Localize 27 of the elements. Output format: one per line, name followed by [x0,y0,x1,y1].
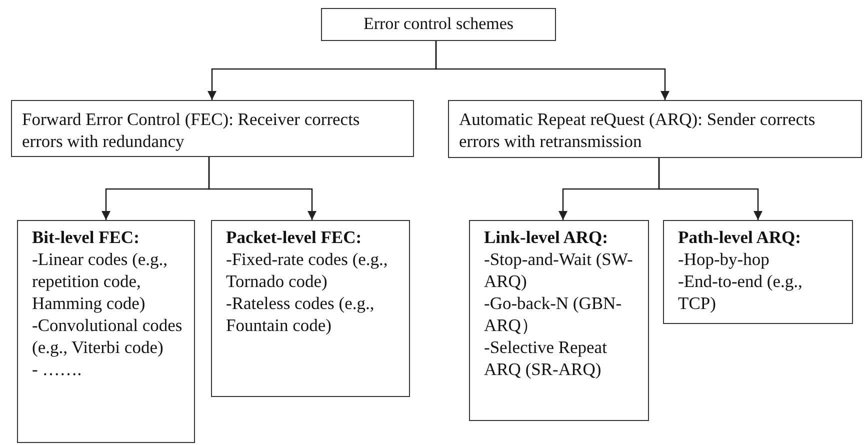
list-item: - ……. [32,358,83,380]
list-item: -Stop-and-Wait (SW-ARQ) [484,248,634,292]
subcategory-box [469,220,649,421]
list-item: -Linear codes (e.g., repetition code, Hamming code) [32,248,169,314]
list-item: -Rateless codes (e.g., Fountain code) [226,292,376,336]
box-heading: Path-level ARQ: [678,226,802,248]
list-item: -Fixed-rate codes (e.g., Tornado code) [226,248,389,292]
connector-arrow [208,157,316,220]
subcategory-box [17,220,195,443]
subcategory-box [663,220,853,324]
box-label: Automatic Repeat reQuest (ARQ): Sender corrects errors with retransmission [459,108,816,152]
list-item: -Selective Repeat ARQ (SR-ARQ) [484,336,608,380]
list-item: -Hop-by-hop [678,248,770,270]
list-item: -Convolutional codes (e.g., Viterbi code) [32,314,184,358]
box-label: Forward Error Control (FEC): Receiver corrects errors with redundancy [22,108,361,152]
box-heading: Bit-level FEC: [32,226,140,248]
box-heading: Link-level ARQ: [484,226,609,248]
list-item: -Go-back-N (GBN-ARQ） [484,292,623,336]
category-box [11,100,414,157]
list-item: -End-to-end (e.g., TCP) [678,270,804,314]
box-label: Error control schemes [362,13,515,35]
connector-arrow [658,158,762,220]
connector-arrow [435,41,670,100]
box-heading: Packet-level FEC: [226,226,363,248]
root-box [321,8,556,41]
subcategory-box [211,220,410,397]
category-box [448,100,862,158]
